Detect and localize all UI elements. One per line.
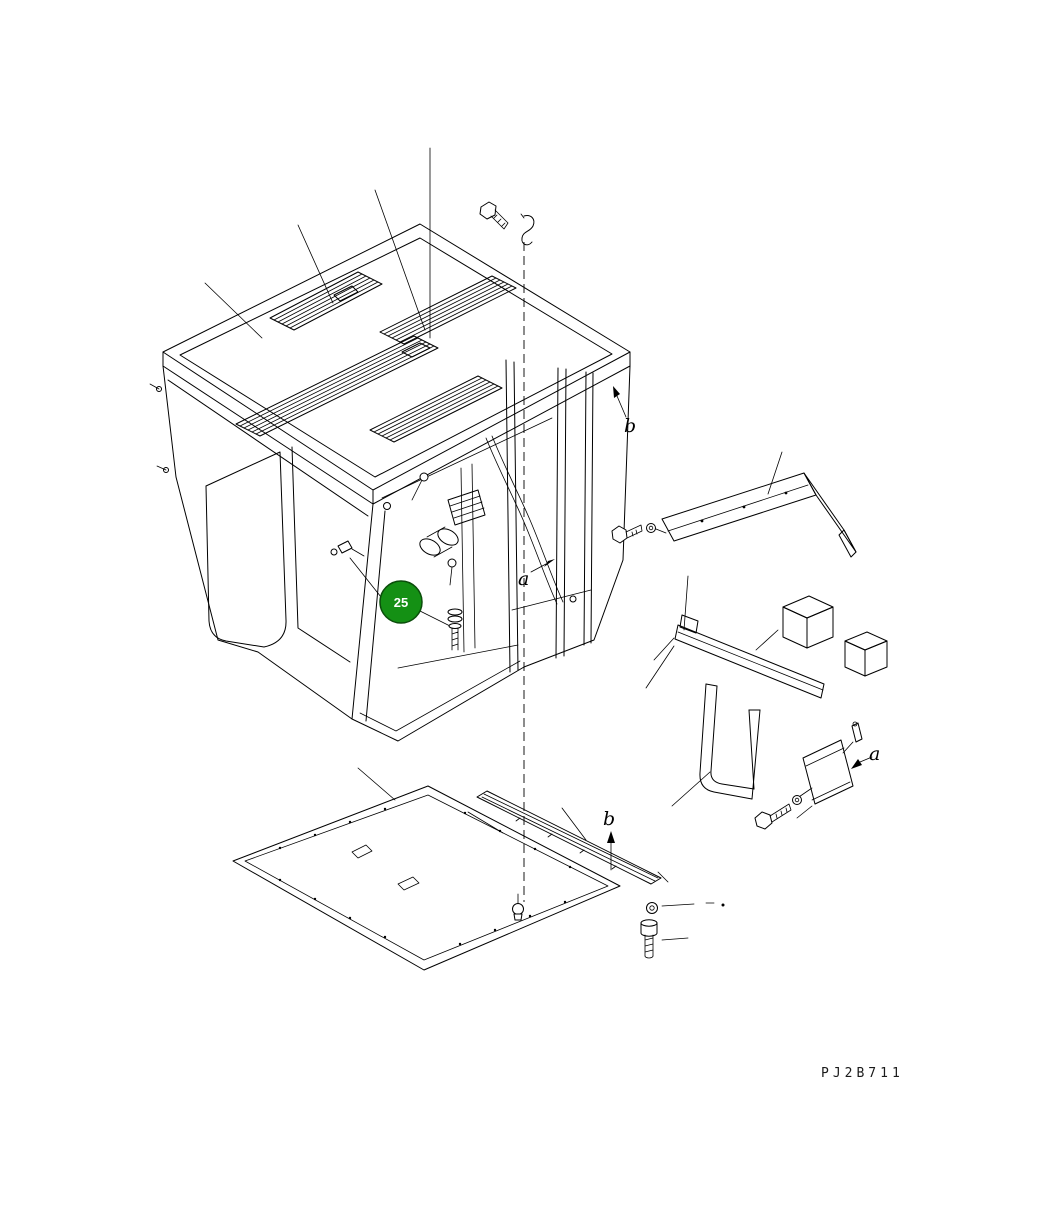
view-label-a-panel: a	[869, 743, 880, 765]
clip-pin	[851, 721, 863, 743]
view-label-b-top: b	[624, 415, 636, 437]
top-fasteners	[479, 201, 535, 246]
part-ref-badge[interactable]: 25	[379, 580, 423, 624]
view-arrow-a-cab	[530, 559, 555, 573]
cab-interior-parts	[330, 417, 564, 669]
roof-bolt-icon	[479, 201, 509, 230]
mounting-plate	[674, 614, 825, 699]
view-arrow-b-floor	[607, 831, 615, 871]
cab-door-opening	[205, 446, 351, 663]
cab-windows	[505, 359, 594, 673]
drawing-code: PJ2B711	[821, 1066, 904, 1081]
u-bracket	[699, 683, 761, 800]
cab-assembly	[149, 223, 631, 742]
view-label-b-floor: b	[603, 808, 615, 830]
hook-clip-icon	[520, 213, 535, 246]
view-label-a-cab: a	[518, 568, 529, 590]
cab-body	[149, 365, 631, 742]
part-ref-badge-number: 25	[394, 595, 408, 610]
view-arrow-a-panel	[851, 756, 873, 769]
foam-block-small	[844, 631, 888, 677]
roof-vent-panels	[235, 271, 517, 443]
floor-mat	[232, 785, 621, 971]
view-arrow-b-top	[613, 386, 627, 418]
plate-bolt-washer	[754, 795, 802, 830]
rear-cover-panel	[661, 472, 857, 558]
door-sill-strip	[476, 790, 669, 885]
floor-bolt-icon	[640, 919, 658, 959]
part-ref-badge-circle[interactable]	[379, 580, 423, 624]
floor-mat-rivets	[278, 807, 572, 946]
floor-fasteners	[512, 893, 658, 959]
dome-bolt-icon	[512, 893, 524, 921]
panel-bolt-washer	[611, 523, 667, 544]
callout-leader-lines	[204, 147, 854, 941]
foam-block-large	[782, 595, 834, 649]
washer-icon	[646, 902, 658, 914]
small-plate	[802, 739, 854, 805]
